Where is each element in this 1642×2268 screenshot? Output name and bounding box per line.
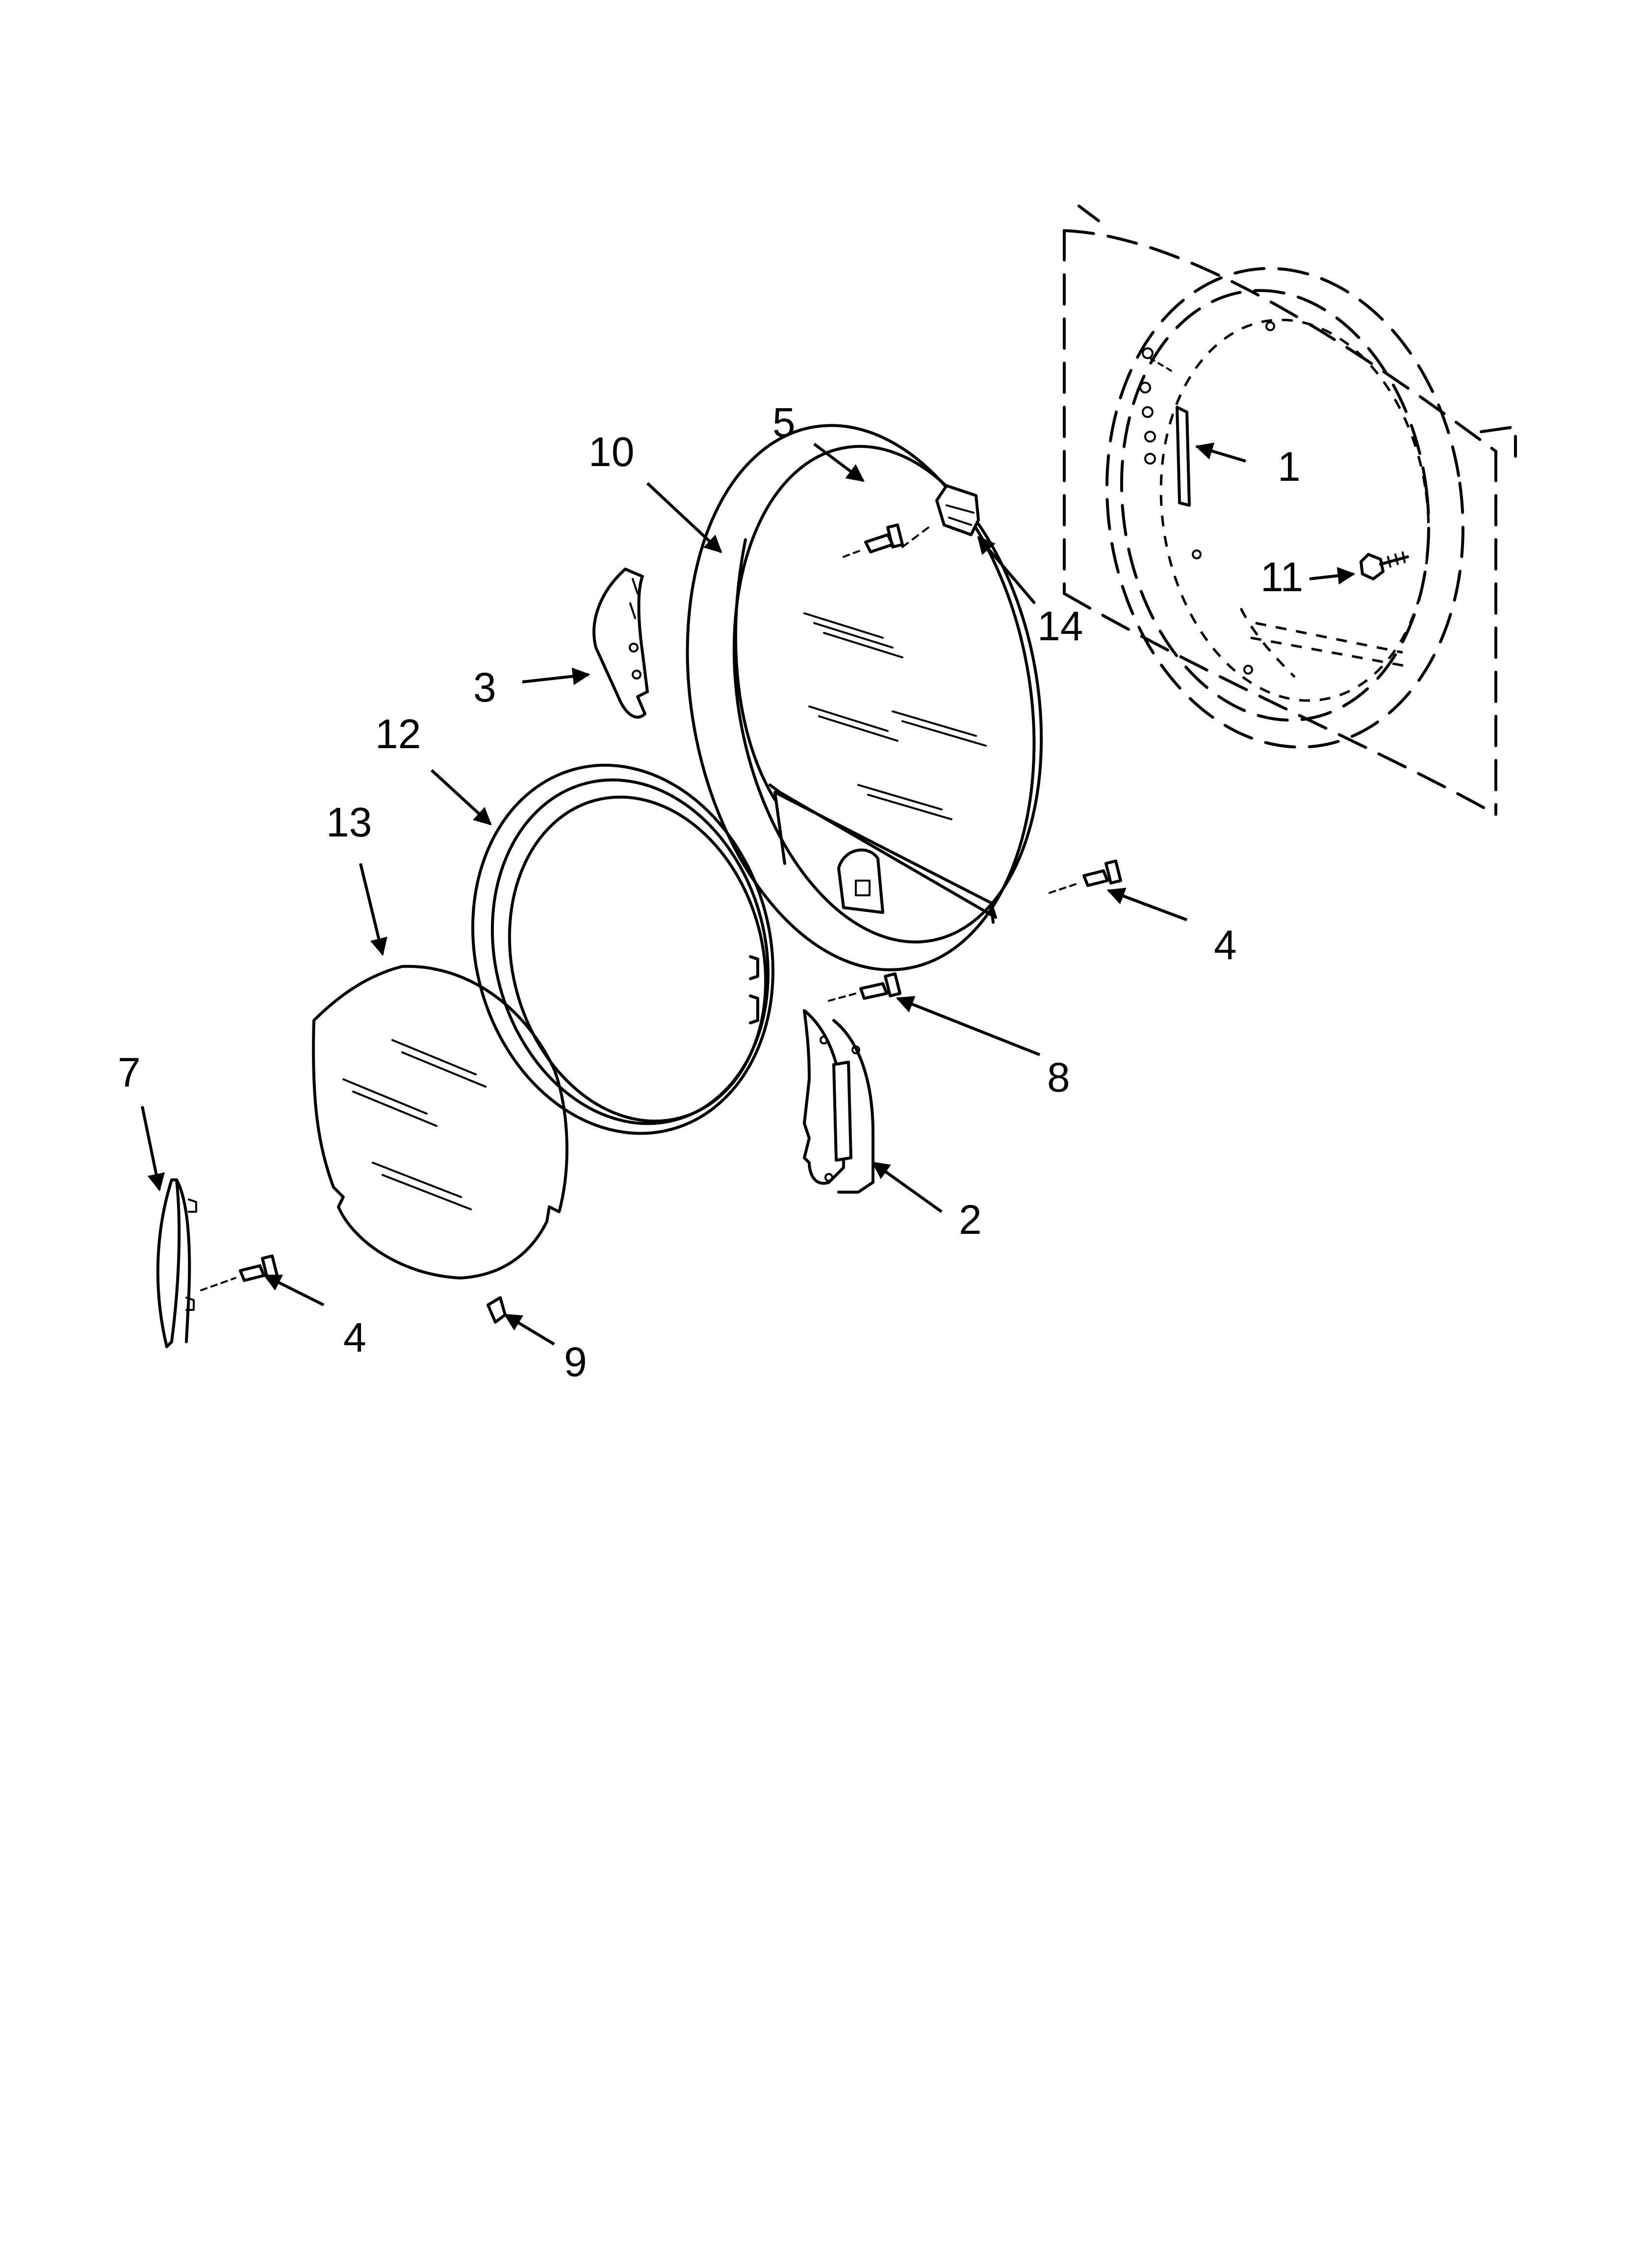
callout-13: 13 bbox=[326, 799, 372, 845]
part-4-screw-left bbox=[200, 1254, 279, 1291]
part-12-gasket-ring bbox=[471, 763, 775, 1135]
part-13-inner-glass bbox=[312, 965, 568, 1279]
callout-10: 10 bbox=[589, 429, 634, 475]
callout-1: 1 bbox=[1278, 443, 1301, 490]
leader-arrows bbox=[141, 443, 1356, 1346]
part-14-latch-strike bbox=[901, 484, 980, 548]
part-8-screw bbox=[828, 972, 901, 1002]
callout-11: 11 bbox=[1260, 554, 1303, 600]
part-11-screw bbox=[1360, 551, 1409, 580]
part-2-handle-bracket bbox=[803, 1009, 874, 1194]
part-9-clip bbox=[487, 1296, 507, 1324]
cabinet-front-panel bbox=[1063, 205, 1517, 816]
callout-9: 9 bbox=[564, 1339, 587, 1385]
callout-2: 2 bbox=[959, 1197, 982, 1243]
part-3-hinge-plate bbox=[592, 568, 649, 719]
callout-5: 5 bbox=[772, 399, 795, 445]
callout-8: 8 bbox=[1047, 1054, 1070, 1100]
callout-4-left: 4 bbox=[343, 1314, 366, 1360]
part-10-outer-door bbox=[686, 424, 1043, 971]
callout-3: 3 bbox=[473, 664, 496, 710]
callout-12: 12 bbox=[375, 711, 421, 757]
callout-14: 14 bbox=[1037, 603, 1083, 649]
callout-labels: 1 11 5 10 14 3 12 13 4 8 2 7 4 9 bbox=[118, 399, 1303, 1385]
callout-7: 7 bbox=[118, 1049, 141, 1095]
part-7-door-handle bbox=[156, 1178, 197, 1348]
part-4-screw-right bbox=[1049, 860, 1122, 894]
part-1-hinge-strip bbox=[1139, 347, 1191, 507]
part-5-screw bbox=[843, 523, 904, 558]
callout-4-right: 4 bbox=[1214, 922, 1237, 968]
